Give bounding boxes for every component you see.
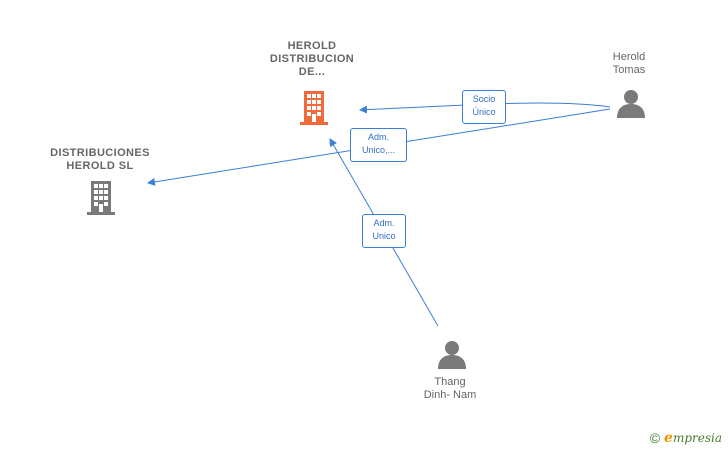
building-icon[interactable] <box>300 91 328 125</box>
edge-label-adm-unico-thang[interactable]: Adm. Unico <box>362 214 406 248</box>
person-label-herold-tomas[interactable]: Herold Tomas <box>612 51 646 76</box>
copyright-icon: © <box>649 430 661 446</box>
footer-brand: © empresia <box>650 430 722 446</box>
brand-logo: empresia <box>664 430 722 446</box>
person-icon[interactable] <box>617 90 645 118</box>
company-label-distribuciones-herold[interactable]: DISTRIBUCIONES HEROLD SL <box>50 147 150 172</box>
person-label-thang-dinh-nam[interactable]: Thang Dinh- Nam <box>423 376 477 401</box>
edge-label-socio-unico[interactable]: Socio Único <box>462 90 506 124</box>
edge-label-adm-unico-distribuciones[interactable]: Adm. Unico,... <box>350 128 407 162</box>
person-icon[interactable] <box>438 341 466 369</box>
edge-socio-unico[interactable] <box>359 102 611 114</box>
company-label-herold-distribucion[interactable]: HEROLD DISTRIBUCION DE... <box>269 40 355 78</box>
building-icon[interactable] <box>87 181 115 215</box>
